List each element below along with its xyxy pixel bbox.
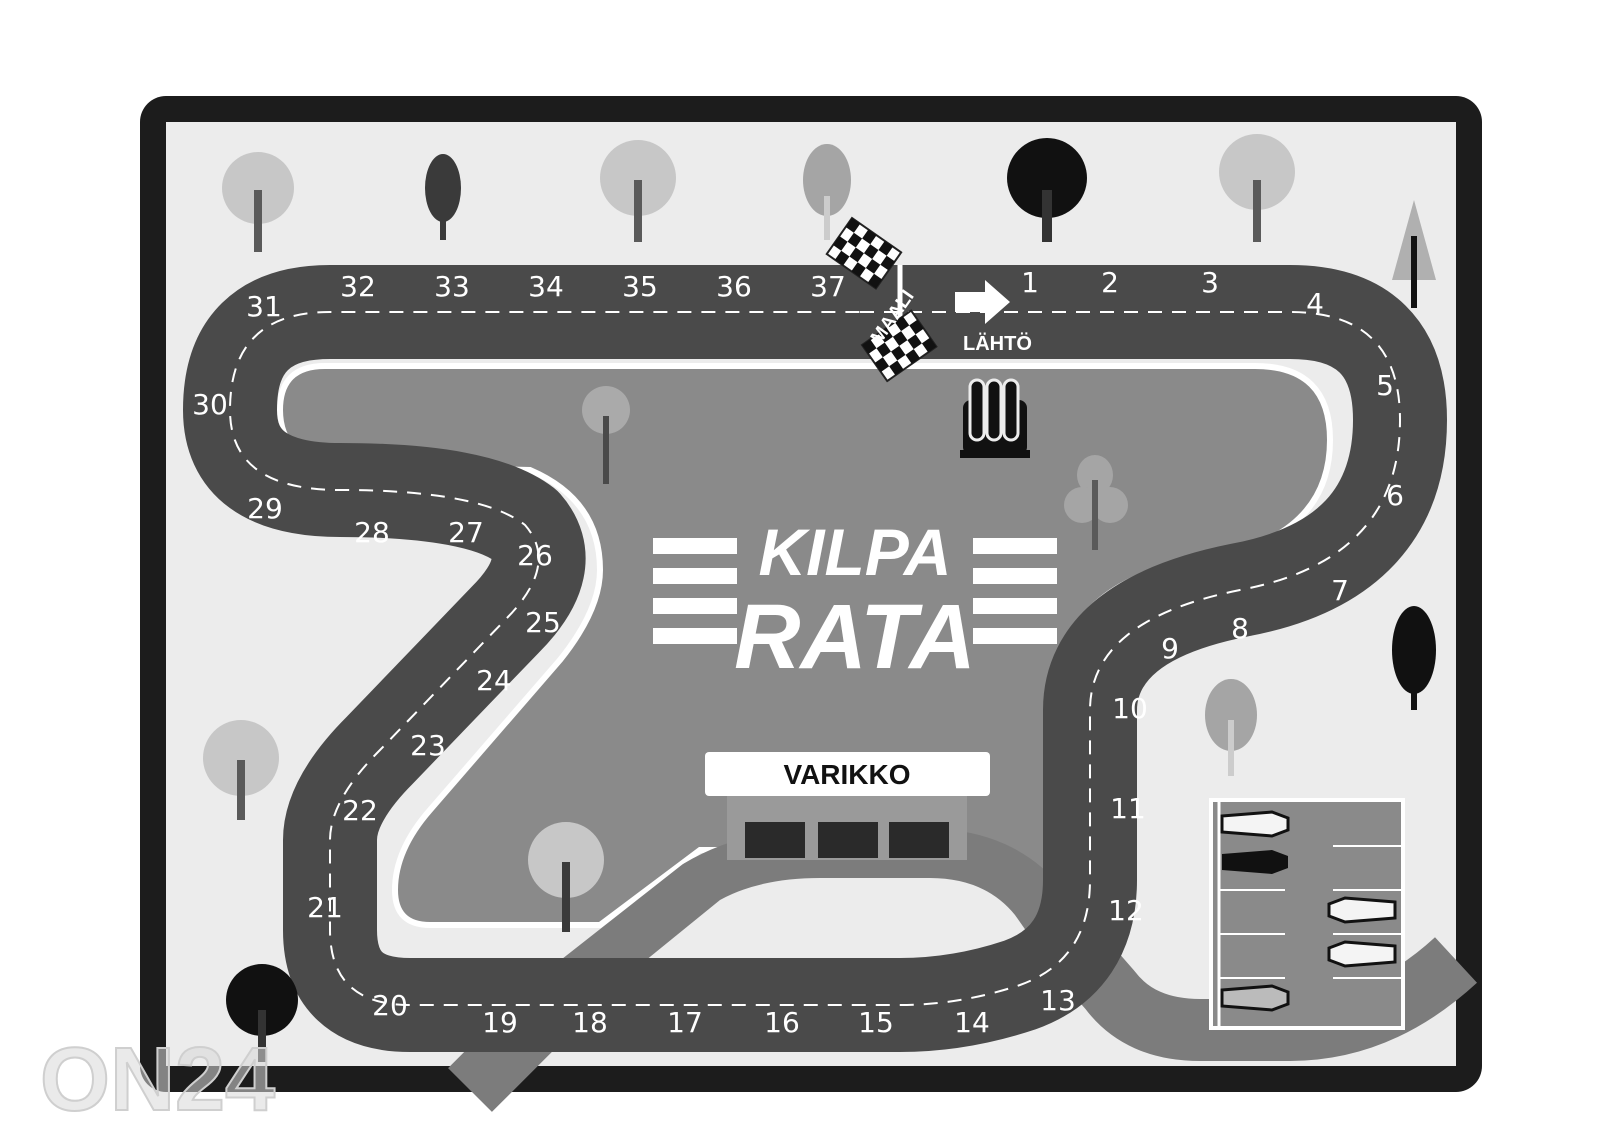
track-square-number: 24 [476, 664, 512, 697]
race-car-icon [1220, 810, 1290, 838]
tree-icon [1392, 200, 1436, 308]
track-square-number: 22 [342, 794, 378, 827]
track-square-number: 31 [246, 290, 282, 323]
title-line-2: RATA [734, 586, 976, 688]
tree-icon [528, 822, 604, 932]
tree-icon [1007, 138, 1087, 242]
track-square-number: 19 [482, 1006, 518, 1039]
track-square-number: 7 [1331, 574, 1349, 607]
track-square-number: 18 [572, 1006, 608, 1039]
tree-icon [203, 720, 279, 820]
track-square-number: 14 [954, 1006, 990, 1039]
track-square-number: 4 [1306, 287, 1324, 320]
track-square-number: 9 [1161, 632, 1179, 665]
race-car-icon [1327, 896, 1397, 924]
pit-building [705, 752, 990, 860]
track-square-number: 8 [1231, 612, 1249, 645]
race-car-icon [1220, 984, 1290, 1012]
track-square-number: 32 [340, 270, 376, 303]
track-square-number: 12 [1108, 894, 1144, 927]
track-square-number: 5 [1376, 369, 1394, 402]
track-square-number: 15 [858, 1006, 894, 1039]
pit-label: VARIKKO [783, 759, 910, 790]
track-square-number: 21 [307, 891, 343, 924]
checkered-flag-bottom-icon [860, 309, 938, 383]
track-square-number: 10 [1112, 692, 1148, 725]
track-square-number: 35 [622, 270, 658, 303]
tree-icon [600, 140, 676, 242]
track-square-number: 20 [372, 989, 408, 1022]
track-square-number: 13 [1040, 984, 1076, 1017]
checkered-flag-top-icon [825, 216, 903, 290]
track-square-number: 36 [716, 270, 752, 303]
track-square-number: 6 [1386, 479, 1404, 512]
track-square-number: 34 [528, 270, 564, 303]
tree-icon [1219, 134, 1295, 242]
tree-icon [1392, 606, 1436, 710]
track-square-number: 33 [434, 270, 470, 303]
track-square-number: 30 [192, 388, 228, 421]
start-lights-icon [960, 378, 1030, 458]
tree-icon [582, 386, 630, 484]
start-label: LÄHTÖ [963, 332, 1032, 355]
track-square-number: 2 [1101, 266, 1119, 299]
race-car-icon [1327, 940, 1397, 968]
track-square-number: 16 [764, 1006, 800, 1039]
track-square-number: 1 [1021, 266, 1039, 299]
track-square-number: 26 [517, 539, 553, 572]
track-centre-line [228, 311, 1402, 1006]
start-arrow-icon [955, 280, 1010, 324]
tree-icon [1205, 679, 1257, 776]
track-square-number: 11 [1110, 792, 1146, 825]
track-square-number: 27 [448, 516, 484, 549]
track-square-number: 25 [525, 606, 561, 639]
tree-icon [226, 964, 298, 1062]
track-square-number: 17 [667, 1006, 703, 1039]
race-car-icon [1222, 850, 1288, 874]
title-stripes-left [653, 538, 737, 644]
tree-icon [222, 152, 294, 252]
tree-icon [1064, 455, 1128, 550]
track-square-number: 29 [247, 492, 283, 525]
track-square-number: 37 [810, 270, 846, 303]
title-stripes-right [973, 538, 1057, 644]
track-square-number: 23 [410, 729, 446, 762]
tree-icon [425, 154, 461, 240]
track-square-number: 28 [354, 516, 390, 549]
track-square-number: 3 [1201, 266, 1219, 299]
pit-lane-inner [640, 878, 1050, 965]
watermark: ON24 [40, 1030, 275, 1130]
tree-icon [803, 144, 851, 240]
title-line-1: KILPA [758, 515, 951, 589]
